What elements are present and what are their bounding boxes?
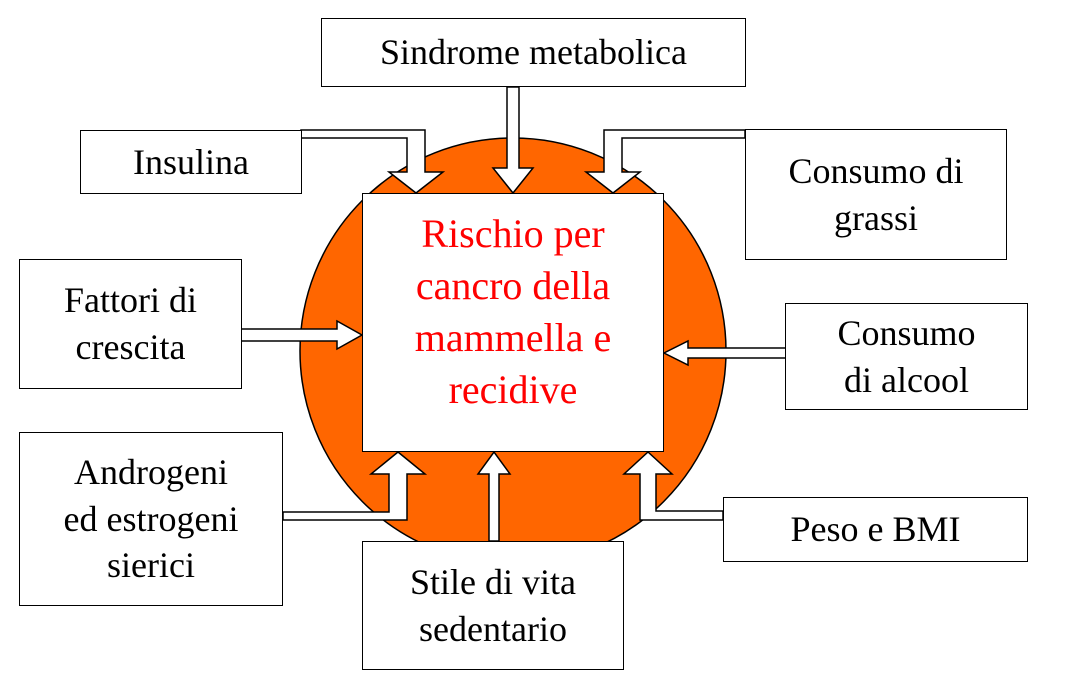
arrow-sindrome: [491, 86, 535, 195]
arrow-grassi: [583, 129, 746, 194]
factor-box-grassi: Consumo di grassi: [745, 129, 1007, 260]
risk-center-label: Rischio per cancro della mammella e reci…: [414, 211, 612, 412]
factor-box-fattori: Fattori di crescita: [19, 259, 242, 389]
factor-label-fattori: Fattori di crescita: [64, 280, 197, 367]
arrow-androgeni: [282, 451, 428, 521]
factor-box-sedentario: Stile di vita sedentario: [362, 541, 624, 670]
factor-label-peso: Peso e BMI: [790, 509, 961, 550]
factor-label-sindrome: Sindrome metabolica: [380, 32, 687, 73]
arrow-fattori: [240, 319, 364, 351]
factor-box-insulina: Insulina: [80, 130, 302, 194]
factor-label-sedentario: Stile di vita sedentario: [410, 561, 576, 649]
factor-label-grassi: Consumo di grassi: [788, 150, 964, 238]
arrow-peso: [622, 450, 724, 521]
arrow-insulina: [300, 129, 446, 194]
factor-label-alcool: Consumo di alcool: [837, 312, 976, 400]
factor-label-insulina: Insulina: [133, 141, 249, 182]
factor-box-peso: Peso e BMI: [723, 497, 1028, 562]
factor-box-alcool: Consumo di alcool: [785, 303, 1028, 410]
factor-box-sindrome: Sindrome metabolica: [321, 18, 746, 87]
arrow-alcool: [662, 339, 787, 367]
factor-label-androgeni: Androgeni ed estrogeni sierici: [63, 451, 239, 586]
arrow-sedentario: [476, 450, 512, 542]
risk-center-box: Rischio per cancro della mammella e reci…: [362, 193, 664, 452]
factor-box-androgeni: Androgeni ed estrogeni sierici: [19, 432, 283, 606]
